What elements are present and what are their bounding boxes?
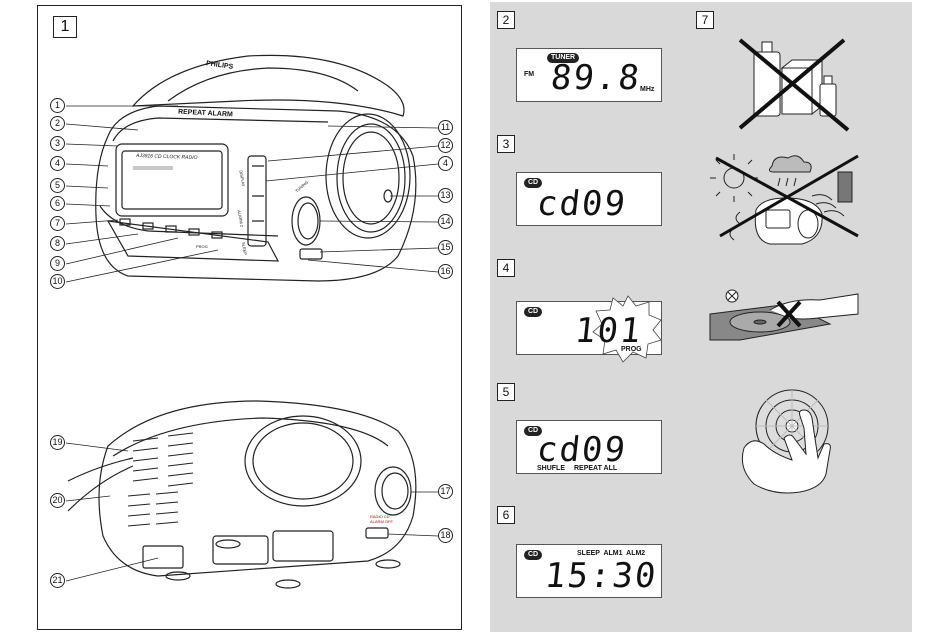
callout-19: 19 [50, 435, 65, 450]
callout-3: 3 [50, 136, 65, 151]
callout-10: 10 [50, 274, 65, 289]
figure-1-panel: 1 [37, 5, 462, 630]
callout-21: 21 [50, 573, 65, 588]
figure-number-3: 3 [497, 135, 515, 153]
figure-number-7: 7 [696, 11, 714, 29]
flash-burst-shape [592, 295, 662, 363]
figure-number-5: 5 [497, 383, 515, 401]
lcd-clock-display: CD SLEEP ALM1 ALM2 15:30 [516, 544, 662, 598]
callout-4-right: 4 [438, 156, 453, 171]
cd-badge: CD [524, 426, 543, 436]
callout-17: 17 [438, 484, 453, 499]
shuffle-indicator: SHUFLE [537, 465, 565, 472]
callout-20: 20 [50, 493, 65, 508]
cd-badge: CD [524, 178, 543, 188]
callout-6: 6 [50, 196, 65, 211]
no-heat-moisture-illustration [710, 154, 859, 245]
no-touch-cd-surface-illustration [709, 289, 859, 341]
cd-badge: CD [524, 307, 543, 317]
source-switch-label: RADIO CD ALARM OFF [370, 514, 393, 524]
sleep-alarm-indicators: SLEEP ALM1 ALM2 [577, 550, 646, 557]
no-chemicals-illustration [738, 38, 850, 132]
callout-11: 11 [438, 120, 453, 135]
callout-14: 14 [438, 214, 453, 229]
callout-9: 9 [50, 256, 65, 271]
figure-number-4: 4 [497, 259, 515, 277]
callout-1: 1 [50, 98, 65, 113]
callout-15: 15 [438, 240, 453, 255]
frequency-digits: 89.8 [548, 58, 643, 98]
device-front-illustration [65, 54, 439, 283]
prog-indicator: PROG [621, 346, 642, 353]
cd-track-digits: cd09 [534, 184, 629, 224]
device-back-illustration [65, 400, 439, 589]
lcd-shuffle-repeat-display: CD cd09 SHUFLE REPEAT ALL [516, 420, 662, 474]
figures-2-7-panel: 2 TUNER FM 89.8 MHz 3 CD cd09 4 CD 101 P… [490, 2, 912, 632]
figure-number-2: 2 [497, 11, 515, 29]
figure-number-6: 6 [497, 506, 515, 524]
callout-13: 13 [438, 188, 453, 203]
callout-4: 4 [50, 156, 65, 171]
lcd-cd-track-display: CD cd09 [516, 172, 662, 226]
callout-8: 8 [50, 236, 65, 251]
figure-number-1: 1 [53, 16, 77, 38]
callout-16: 16 [438, 264, 453, 279]
prog-button-label: PROG [196, 244, 208, 249]
tuner-badge: TUNER [547, 53, 580, 63]
clock-digits: 15:30 [542, 556, 660, 596]
lcd-program-display: CD 101 PROG [516, 295, 662, 363]
callout-5: 5 [50, 178, 65, 193]
cd-badge: CD [524, 550, 543, 560]
lcd-tuner-display: TUNER FM 89.8 MHz [516, 48, 662, 102]
program-digits: 101 [572, 311, 645, 351]
fm-band-label: FM [524, 71, 535, 78]
cd-track-digits: cd09 [534, 430, 629, 470]
hold-cd-by-edge-illustration [741, 389, 831, 494]
mhz-unit-label: MHz [640, 86, 655, 93]
callout-2: 2 [50, 116, 65, 131]
callout-12: 12 [438, 138, 453, 153]
callout-7: 7 [50, 216, 65, 231]
callout-18: 18 [438, 528, 453, 543]
repeat-all-indicator: REPEAT ALL [574, 465, 618, 472]
